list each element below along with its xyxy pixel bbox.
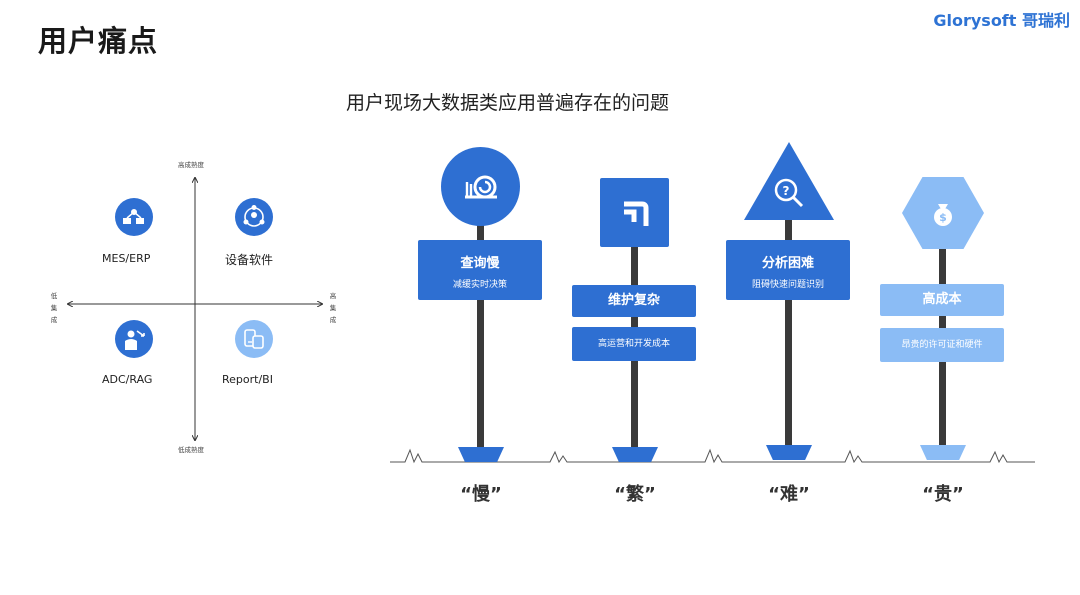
sign-base — [766, 445, 812, 460]
quadrant-axes — [60, 150, 340, 460]
svg-text:$: $ — [939, 211, 947, 224]
caption-difficult: “难” — [768, 484, 810, 505]
sign-base — [920, 445, 966, 460]
sign-expensive: $ 高成本 昂贵的许可证和硬件 — [878, 172, 1008, 475]
sign-expensive-subtitle-panel: 昂贵的许可证和硬件 — [880, 328, 1004, 362]
sign-difficult-subtitle: 阻碍快速问题识别 — [751, 280, 824, 290]
people-network-icon — [235, 198, 273, 236]
axis-left-label: 低集成 — [50, 292, 58, 324]
sign-complex-subtitle: 高运营和开发成本 — [597, 339, 670, 349]
sign-expensive-subtitle: 昂贵的许可证和硬件 — [901, 340, 983, 350]
pipe-icon — [600, 178, 669, 247]
sign-difficult: ? 分析困难 阻碍快速问题识别 — [724, 140, 854, 475]
sign-slow-title: 查询慢 — [460, 256, 500, 271]
sign-expensive-title: 高成本 — [922, 292, 962, 307]
ground-line — [390, 448, 1035, 464]
axis-top-label: 高成熟度 — [178, 161, 204, 169]
sign-difficult-title: 分析困难 — [761, 256, 814, 271]
svg-text:?: ? — [783, 184, 790, 198]
person-arrow-icon — [115, 320, 153, 358]
sign-complex: 维护复杂 高运营和开发成本 — [570, 175, 700, 475]
quadrant-label-report-bi: Report/BI — [222, 373, 273, 386]
caption-slow: “慢” — [460, 484, 502, 505]
sign-complex-subtitle-panel: 高运营和开发成本 — [572, 327, 696, 361]
sign-base — [458, 447, 504, 462]
sign-slow-subtitle: 减缓实时决策 — [452, 280, 507, 290]
caption-expensive: “贵” — [922, 484, 964, 505]
devices-icon — [235, 320, 273, 358]
sign-base — [612, 447, 658, 462]
quadrant-label-equipment-software: 设备软件 — [225, 253, 274, 267]
caption-complex: “繁” — [614, 484, 656, 505]
sign-complex-title-panel: 维护复杂 — [572, 285, 696, 317]
quadrant-diagram: 高成熟度 低成熟度 低集成 高集成 MES/ERP 设备软件 ADC/RAG R… — [51, 150, 340, 460]
quadrant-label-mes-erp: MES/ERP — [102, 252, 151, 265]
sign-expensive-title-panel: 高成本 — [880, 284, 1004, 316]
sign-pole — [785, 215, 792, 450]
snail-icon — [441, 147, 520, 226]
sign-difficult-panel: 分析困难 阻碍快速问题识别 — [726, 240, 850, 300]
sign-pole — [477, 205, 484, 450]
section-subtitle: 用户现场大数据类应用普遍存在的问题 — [345, 92, 669, 114]
axis-right-label: 高集成 — [329, 292, 337, 324]
sign-slow: 查询慢 减缓实时决策 — [416, 145, 546, 475]
sign-complex-title: 维护复杂 — [607, 293, 660, 308]
sign-slow-panel: 查询慢 减缓实时决策 — [418, 240, 542, 300]
brand-logo: Glorysoft 哥瑞利 — [933, 11, 1070, 30]
quadrant-label-adc-rag: ADC/RAG — [102, 373, 153, 386]
question-search-icon: ? — [744, 142, 834, 220]
axis-bottom-label: 低成熟度 — [178, 446, 204, 454]
money-bag-icon: $ — [902, 177, 984, 249]
factory-network-icon — [115, 198, 153, 236]
page-title: 用户痛点 — [38, 24, 159, 58]
